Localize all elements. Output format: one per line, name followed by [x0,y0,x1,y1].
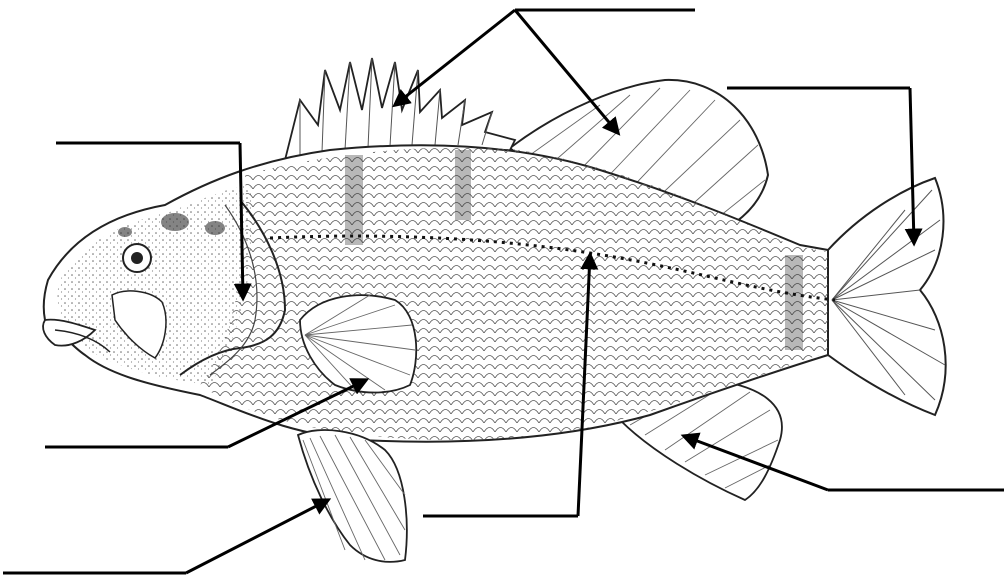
caudal-fin [828,178,946,415]
pelvic-fin [298,430,407,562]
leader-line-pelvic-fin [3,500,328,573]
